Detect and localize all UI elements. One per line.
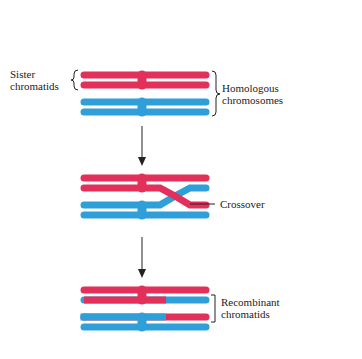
arrow-head	[138, 157, 146, 166]
stage-arrow	[142, 237, 143, 270]
label-text: Crossover	[220, 198, 310, 210]
recombinant-chromosomes	[81, 290, 207, 327]
label-text: Homologous chromosomes	[222, 82, 302, 106]
stage-arrow	[142, 126, 143, 158]
red-chromosome	[84, 75, 206, 85]
arrow-head	[138, 269, 146, 278]
leader-line	[190, 204, 215, 205]
label-text: Sister chromatids	[10, 68, 70, 92]
label-text: Recombinant chromatids	[221, 296, 301, 320]
recombinant-bracket	[211, 295, 215, 322]
sister-brace	[71, 70, 78, 90]
homologous-brace	[212, 71, 220, 116]
crossover-chromosomes	[84, 178, 206, 215]
blue-chromosome	[84, 102, 206, 112]
